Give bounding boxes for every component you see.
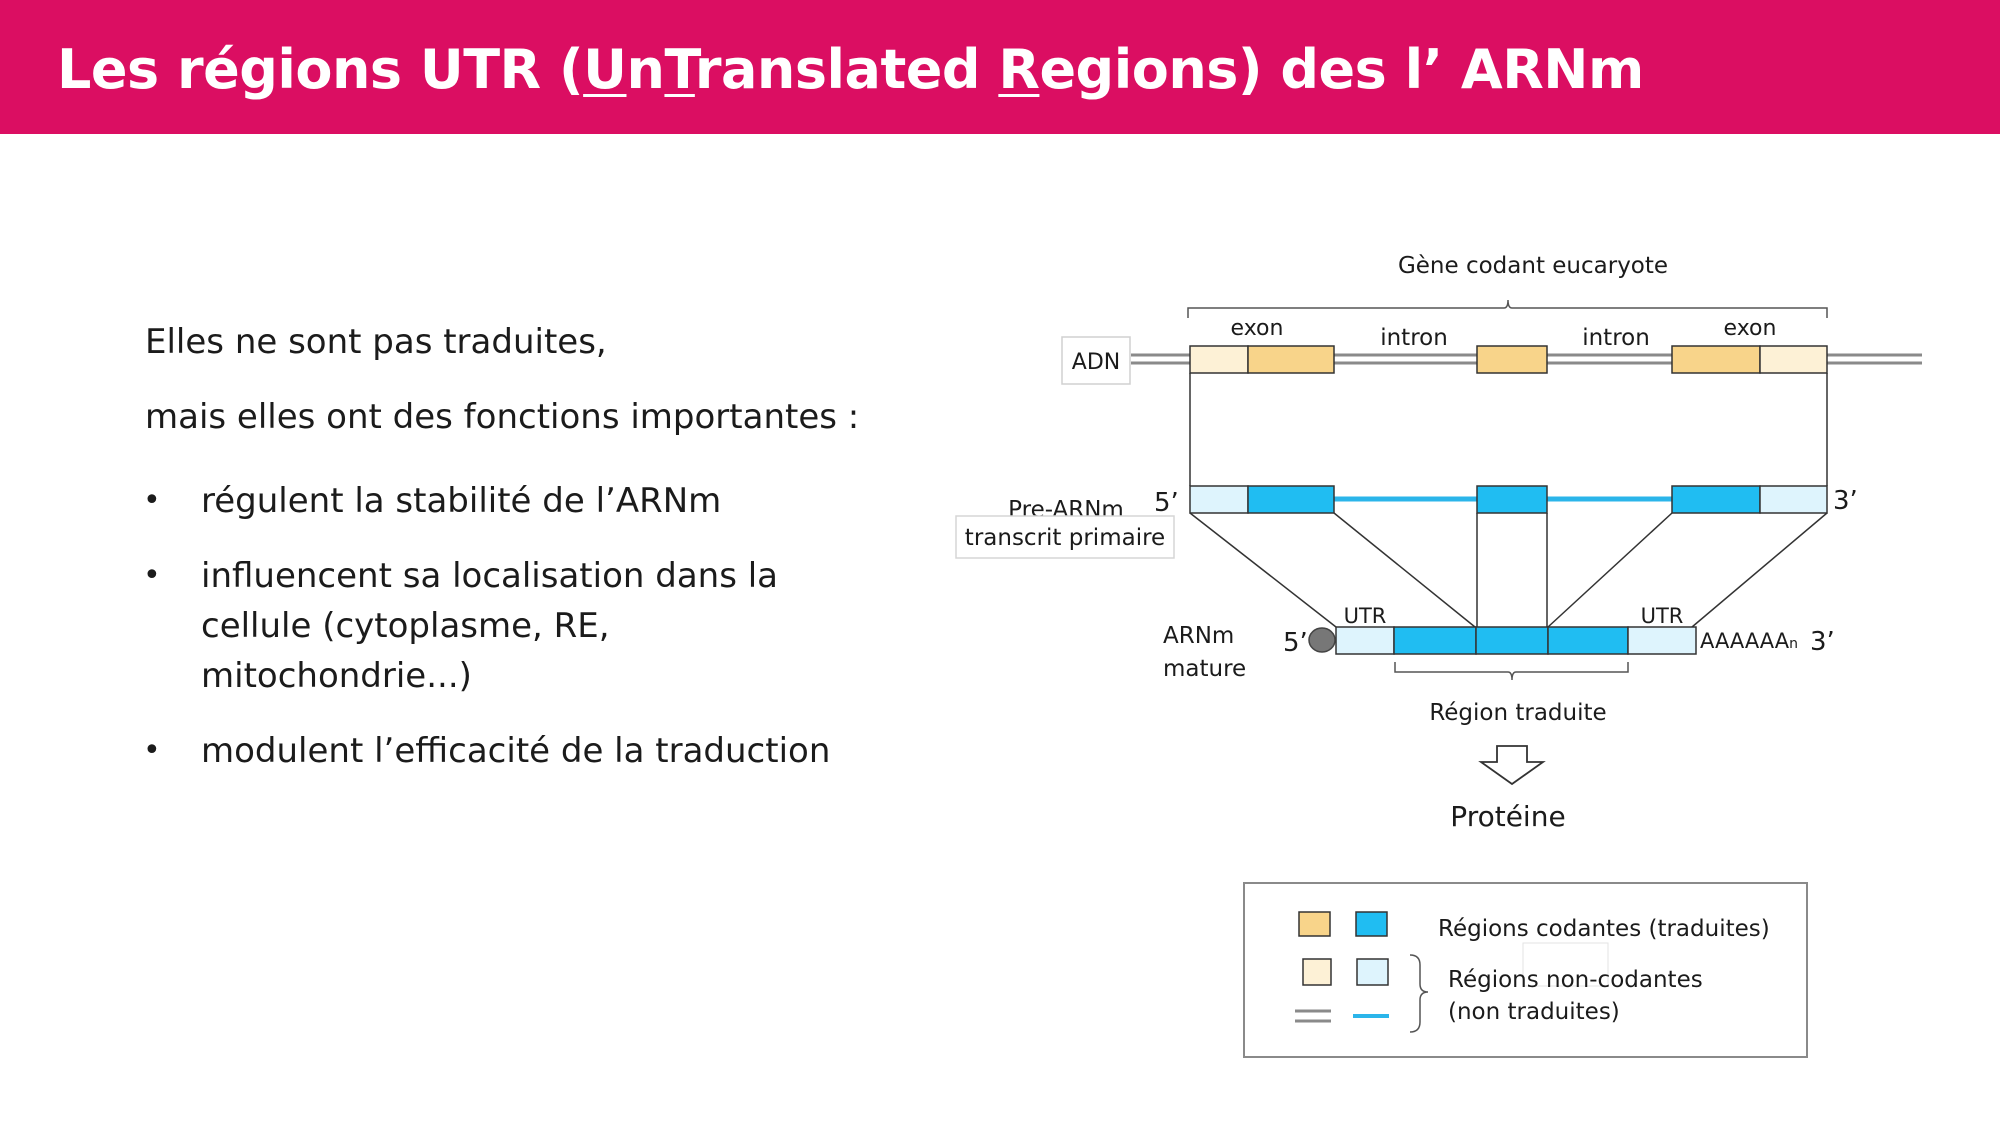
bullet-item: influencent sa localisation dans la cell… [201,556,779,696]
region-bracket [1394,662,1629,681]
intro-line-1: Elles ne sont pas traduites, [145,322,607,362]
mature-label-line2: mature [1163,656,1246,682]
pre-exon-box [1476,485,1548,514]
title-text-segment: egions) des l’ ARNm [1039,38,1644,101]
dna-utr-box [1189,345,1249,374]
adn-label: ADN [1072,350,1120,375]
title-bar: Les régions UTR (UnTranslated Regions) d… [0,0,2000,134]
bullet-item: régulent la stabilité de l’ARNm [201,481,722,521]
protein-label: Protéine [1450,800,1565,833]
connector-lines [1189,373,1828,486]
dna-exon-box [1671,345,1761,374]
mature-exon-box [1393,626,1477,655]
cap-5-prime [1308,627,1336,653]
pre-three-prime: 3’ [1833,486,1858,516]
legend-box [1243,882,1808,1058]
pre-exon-box [1671,485,1761,514]
legend-swatch-noncoding-rna [1356,958,1389,986]
poly-a-tail: AAAAAAn [1700,629,1798,653]
dna-utr-box [1759,345,1828,374]
utr-label-left: UTR [1344,604,1387,628]
title-underlined-letter: R [998,38,1040,101]
utr-label-right: UTR [1641,604,1684,628]
bullet-item: modulent l’efficacité de la traduction [201,731,831,771]
mature-exon-box [1475,626,1549,655]
dna-exon-box [1476,345,1548,374]
legend-swatch-coding-dna [1298,911,1331,937]
legend-label-frame [1522,942,1609,987]
dna-exon-box [1247,345,1335,374]
exon-label-left: exon [1231,316,1284,341]
mature-exon-box [1547,626,1629,655]
gene-label: Gène codant eucaryote [1398,253,1668,279]
legend-swatch-coding-rna [1355,911,1388,937]
splicing-lines [1189,512,1828,628]
pre-arnm-sublabel: transcrit primaire [965,525,1165,551]
title-text-segment: ranslated [694,38,999,101]
pre-exon-box [1247,485,1335,514]
mature-utr3-box [1627,626,1697,655]
mature-five-prime: 5’ [1283,628,1308,658]
mature-utr5-box [1335,626,1395,655]
pre-sub-box [955,515,1175,559]
mature-label-line1: ARNm [1163,623,1234,649]
title-text-segment: Les régions UTR ( [57,38,584,101]
legend-noncoding-label-2: (non traduites) [1448,999,1620,1025]
adn-label-box [1061,336,1131,385]
exon-label-right: exon [1724,316,1777,341]
page-title: Les régions UTR (UnTranslated Regions) d… [57,30,1644,110]
title-underlined-letter: U [583,38,627,101]
gene-bracket [1187,299,1828,318]
title-underlined-letter: T [664,38,695,101]
bullet-marker: • [143,558,161,593]
pre-utr-box [1759,485,1828,514]
legend-swatch-noncoding-dna [1302,958,1332,986]
bullet-marker: • [143,733,161,768]
region-label: Région traduite [1429,700,1606,726]
legend-brace [1409,954,1429,1033]
pre-utr-box [1189,485,1249,514]
bullet-marker: • [143,483,161,518]
legend-coding-label: Régions codantes (traduites) [1438,916,1770,942]
legend-line-dna [1295,1009,1331,1023]
title-text-segment: n [626,38,665,101]
legend-noncoding-label-1: Régions non-codantes [1448,967,1703,993]
pre-five-prime: 5’ [1154,488,1179,518]
intron-label-left: intron [1380,325,1448,351]
intro-line-2: mais elles ont des fonctions importantes… [145,397,860,437]
intron-label-right: intron [1582,325,1650,351]
down-arrow-icon [1478,745,1546,786]
mature-three-prime: 3’ [1810,627,1835,657]
